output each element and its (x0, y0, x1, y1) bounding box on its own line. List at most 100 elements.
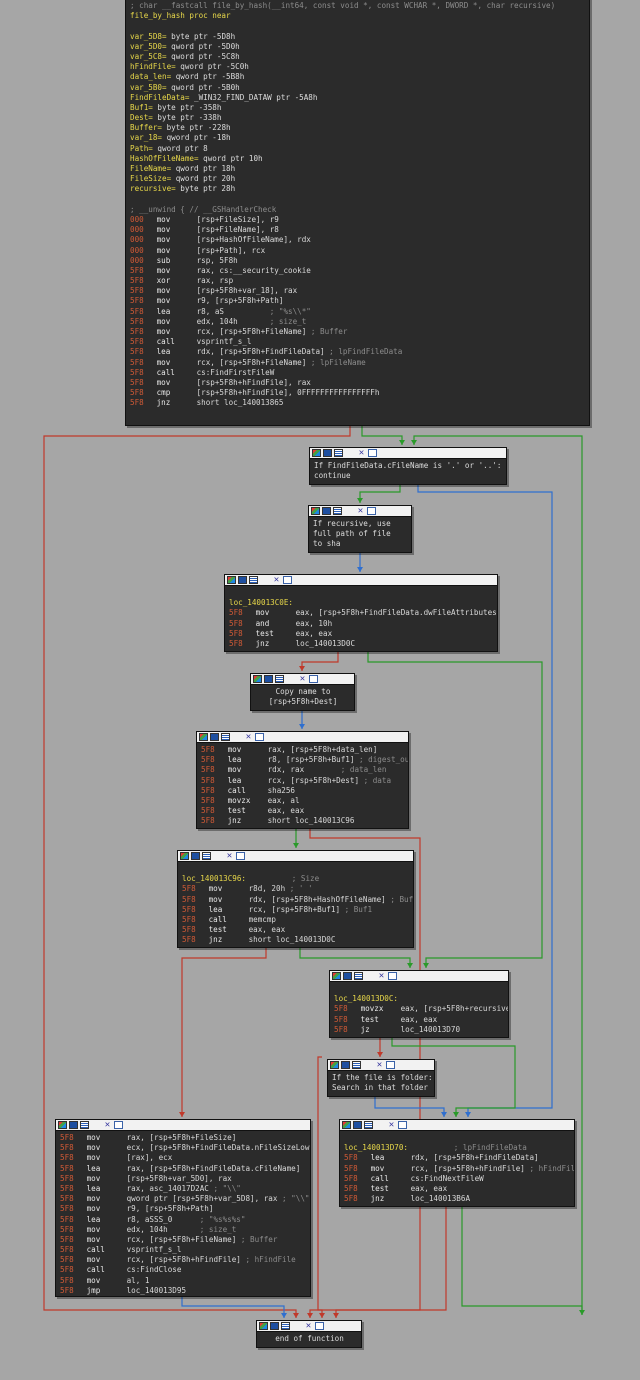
xref-icon[interactable]: ✕ (245, 732, 252, 742)
code-line: If FindFileData.cFileName is '.' or '..'… (314, 461, 502, 470)
list-view-icon[interactable] (333, 507, 342, 515)
list-view-icon[interactable] (221, 733, 230, 741)
graph-view-icon[interactable] (323, 449, 332, 457)
color-palette-icon[interactable] (330, 1061, 339, 1069)
node-toolbar: ✕ (330, 971, 508, 982)
document-icon[interactable] (388, 972, 397, 980)
color-palette-icon[interactable] (342, 1121, 351, 1129)
graph-view-icon[interactable] (341, 1061, 350, 1069)
list-view-icon[interactable] (202, 852, 211, 860)
list-view-icon[interactable] (275, 675, 284, 683)
xref-icon[interactable]: ✕ (273, 575, 280, 585)
code-line: 000 mov[rsp+FileName], r8 (130, 225, 279, 235)
color-palette-icon[interactable] (227, 576, 236, 584)
graph-view-icon[interactable] (264, 675, 273, 683)
code-line: Buffer= byte ptr -228h (130, 123, 231, 133)
graph-view-icon[interactable] (343, 972, 352, 980)
xref-icon[interactable]: ✕ (358, 448, 365, 458)
list-view-icon[interactable] (80, 1121, 89, 1129)
color-palette-icon[interactable] (259, 1322, 268, 1330)
code-line: ; char __fastcall file_by_hash(__int64, … (130, 1, 556, 10)
edge-arrowhead (423, 963, 429, 968)
document-icon[interactable] (283, 576, 292, 584)
document-icon[interactable] (255, 733, 264, 741)
xref-icon[interactable]: ✕ (299, 674, 306, 684)
document-icon[interactable] (114, 1121, 123, 1129)
graph-view-icon[interactable] (191, 852, 200, 860)
xref-icon[interactable]: ✕ (378, 971, 385, 981)
code-line: loc_140013D0C: (334, 994, 399, 1004)
edge-arrowhead (441, 1112, 447, 1117)
document-icon[interactable] (315, 1322, 324, 1330)
color-palette-icon[interactable] (58, 1121, 67, 1129)
color-palette-icon[interactable] (332, 972, 341, 980)
node-end-of-function[interactable]: ✕end of function (256, 1320, 362, 1348)
xref-icon[interactable]: ✕ (357, 506, 364, 516)
document-icon[interactable] (368, 449, 377, 457)
graph-view-icon[interactable] (238, 576, 247, 584)
node-function-prologue[interactable]: ; char __fastcall file_by_hash(__int64, … (125, 0, 590, 426)
code-line: recursive= byte ptr 28h (130, 184, 236, 194)
xref-icon[interactable]: ✕ (376, 1060, 383, 1070)
code-line: 000 mov[rsp+FileSize], r9 (130, 214, 279, 224)
color-palette-icon[interactable] (311, 507, 320, 515)
node-comment-folder[interactable]: ✕If the file is folder:Search in that fo… (327, 1059, 435, 1097)
document-icon[interactable] (386, 1061, 395, 1069)
code-line (229, 588, 494, 598)
node-body: If FindFileData.cFileName is '.' or '..'… (310, 459, 506, 483)
color-palette-icon[interactable] (180, 852, 189, 860)
list-view-icon[interactable] (249, 576, 258, 584)
list-view-icon[interactable] (352, 1061, 361, 1069)
graph-view-icon[interactable] (69, 1121, 78, 1129)
xref-icon[interactable]: ✕ (104, 1120, 111, 1130)
list-view-icon[interactable] (334, 449, 343, 457)
edge-uncond (374, 1097, 445, 1117)
xref-icon[interactable]: ✕ (388, 1120, 395, 1130)
graph-view-icon[interactable] (353, 1121, 362, 1129)
edge-arrowhead (281, 1313, 287, 1318)
document-icon[interactable] (398, 1121, 407, 1129)
list-view-icon[interactable] (281, 1322, 290, 1330)
graph-view-icon[interactable] (210, 733, 219, 741)
document-icon[interactable] (236, 852, 245, 860)
color-palette-icon[interactable] (253, 675, 262, 683)
graph-view-icon[interactable] (270, 1322, 279, 1330)
edge-arrowhead (307, 1313, 313, 1318)
code-line: 5F8 mov[rsp+5F8h+var_5D0], rax (60, 1173, 232, 1183)
graph-view-icon[interactable] (322, 507, 331, 515)
document-icon[interactable] (367, 507, 376, 515)
edge-arrowhead (465, 1112, 471, 1117)
color-palette-icon[interactable] (312, 449, 321, 457)
document-icon[interactable] (309, 675, 318, 683)
node-comment-skip-dots[interactable]: ✕ If FindFileData.cFileName is '.' or '..… (309, 447, 507, 485)
node-comment-copy-name[interactable]: ✕Copy name to[rsp+5F8h+Dest] (250, 673, 355, 711)
list-view-icon[interactable] (354, 972, 363, 980)
color-palette-icon[interactable] (199, 733, 208, 741)
list-view-icon[interactable] (364, 1121, 373, 1129)
xref-icon[interactable]: ✕ (305, 1321, 312, 1331)
xref-icon[interactable]: ✕ (226, 851, 233, 861)
